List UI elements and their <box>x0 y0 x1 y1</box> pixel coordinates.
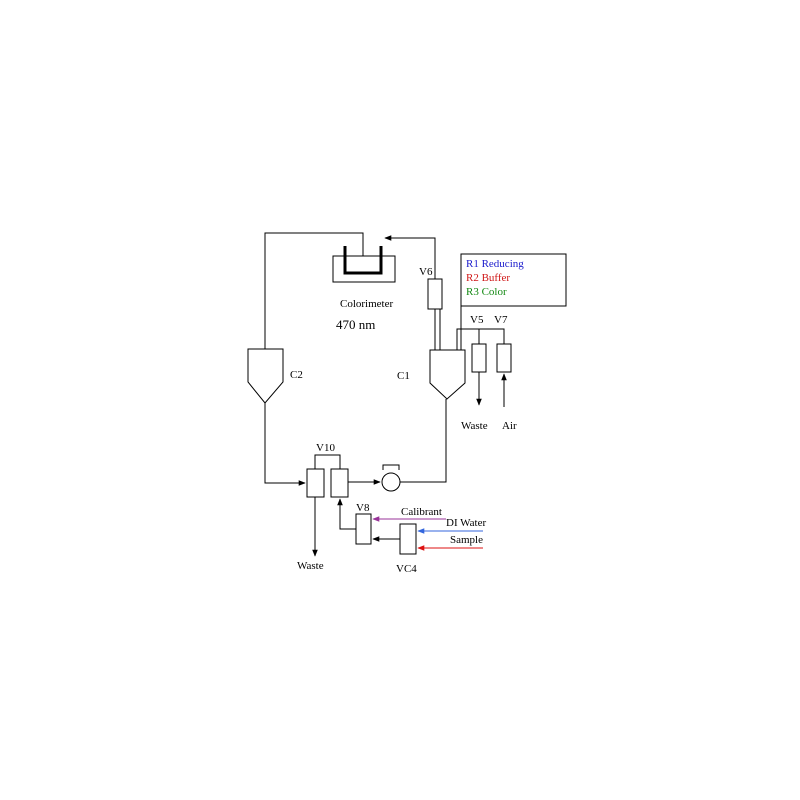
colorimeter-housing <box>332 255 396 283</box>
vessel-c2 <box>247 348 284 404</box>
valve-v7 <box>496 343 512 373</box>
valve-v10-left <box>306 468 325 498</box>
v5-label: V5 <box>470 314 484 326</box>
reagent-box <box>460 253 567 307</box>
colorimeter-cell <box>343 246 383 275</box>
line-v8-to-v10 <box>337 498 356 530</box>
waste-right-label: Waste <box>461 420 488 432</box>
colorimeter-label: Colorimeter <box>340 298 393 310</box>
v8-label: V8 <box>356 502 370 514</box>
line-c2-drain <box>264 403 306 486</box>
valve-v8 <box>355 513 372 545</box>
v10-label: V10 <box>316 442 335 454</box>
pump-body <box>381 472 401 492</box>
reagent-r3: R3 Color <box>466 286 507 298</box>
wavelength-label: 470 nm <box>336 317 375 332</box>
colorimeter <box>332 246 396 283</box>
line-c1-to-v5-v7 <box>456 328 505 350</box>
valve-vc4 <box>399 523 417 555</box>
line-pump-to-c1 <box>400 399 447 483</box>
vessel-c1 <box>429 349 466 400</box>
waste-bottom-label: Waste <box>297 560 324 572</box>
v10-bracket <box>314 454 341 469</box>
c2-label: C2 <box>290 369 303 381</box>
di-water-label: DI Water <box>446 517 486 529</box>
pump <box>381 464 401 492</box>
reagent-r2: R2 Buffer <box>466 272 510 284</box>
reagent-r1: R1 Reducing <box>466 258 524 270</box>
air-label: Air <box>502 420 517 432</box>
sample-label: Sample <box>450 534 483 546</box>
valve-v6 <box>427 278 443 310</box>
calibrant-label: Calibrant <box>401 506 442 518</box>
vc4-label: VC4 <box>396 563 417 575</box>
line-c2-to-colorimeter <box>264 232 364 357</box>
c1-label: C1 <box>397 370 410 382</box>
valve-v5 <box>471 343 487 373</box>
valve-v10-right <box>330 468 349 498</box>
line-v6-to-colorimeter <box>384 235 436 279</box>
v6-label: V6 <box>419 266 433 278</box>
v7-label: V7 <box>494 314 508 326</box>
pump-head <box>382 464 400 470</box>
